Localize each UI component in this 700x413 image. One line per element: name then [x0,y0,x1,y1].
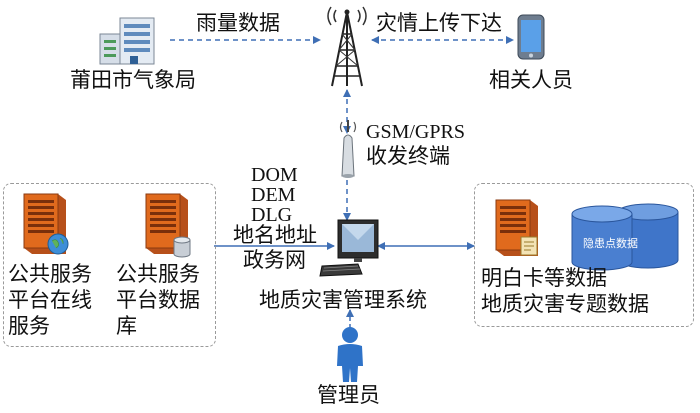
globe-icon [46,232,70,256]
public-service-group [3,183,216,347]
gsm-gprs-label: GSM/GPRS [366,121,465,143]
public-service-db-line3: 库 [116,314,137,338]
data-item-dom: DOM [251,164,298,186]
person-icon [333,326,367,382]
gsm-terminal-icon [337,118,359,180]
server-icon [140,188,194,258]
admin-label: 管理员 [317,383,380,407]
mobile-phone-icon [517,14,545,60]
data-item-dem: DEM [251,184,296,206]
system-label: 地质灾害管理系统 [259,288,427,312]
data-item-address: 地名地址 [233,223,317,247]
transceiver-label: 收发终端 [366,144,450,168]
radio-tower-icon [322,4,372,88]
document-icon [520,236,538,256]
public-service-online-line2: 平台在线 [8,288,92,312]
data-item-govnet: 政务网 [243,248,306,272]
data-item-dlg: DLG [251,204,293,226]
rain-data-label: 雨量数据 [196,11,280,35]
building-icon [98,14,158,66]
right-data-line1: 明白卡等数据 [481,266,607,290]
computer-icon [318,218,380,278]
public-service-db-line2: 平台数据 [116,288,200,312]
public-service-online-line1: 公共服务 [8,262,92,286]
public-service-online-line3: 服务 [8,314,50,338]
hazard-points-label: 隐患点数据 [583,237,638,250]
weather-bureau-label: 莆田市气象局 [70,68,196,92]
related-personnel-label: 相关人员 [489,68,573,92]
hazard-data-group [474,183,694,327]
database-icon [172,236,192,258]
disaster-report-label: 灾情上传下达 [376,11,502,35]
database-icon [570,202,688,272]
public-service-db-line1: 公共服务 [116,262,200,286]
right-data-line2: 地质灾害专题数据 [481,292,649,316]
